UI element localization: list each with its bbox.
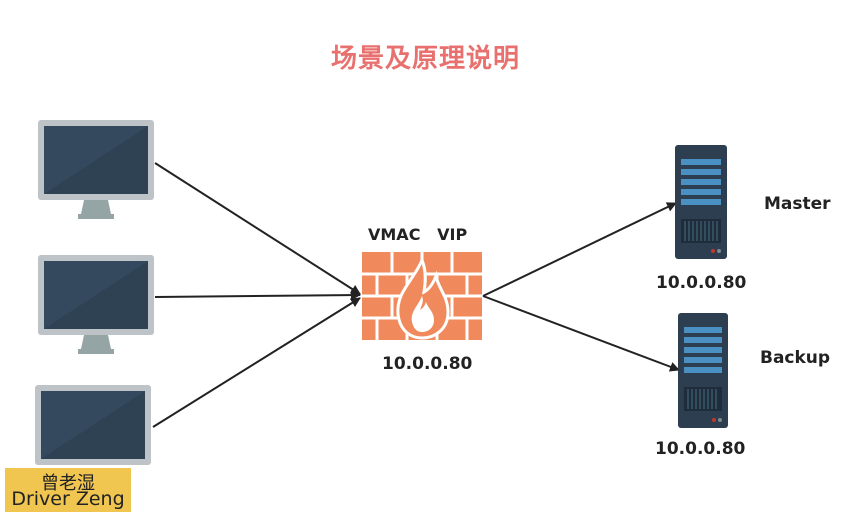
- server-backup-role: Backup: [760, 348, 831, 368]
- arrow-client3-to-firewall: [152, 297, 361, 428]
- watermark-line2: Driver Zeng: [11, 488, 125, 510]
- firewall-top-label: VMAC VIP: [368, 225, 468, 244]
- arrow-client2-to-firewall: [154, 290, 361, 301]
- watermark-line1: 曾老湿: [41, 473, 95, 494]
- firewall-ip-label: 10.0.0.80: [382, 354, 473, 374]
- diagram-title: 场景及原理说明: [330, 44, 520, 74]
- server-backup-ip: 10.0.0.80: [655, 439, 746, 459]
- server-icon: [675, 145, 727, 259]
- server-master-ip: 10.0.0.80: [656, 273, 747, 293]
- monitor-icon: [35, 385, 151, 465]
- arrow-firewall-to-master: [482, 202, 677, 297]
- monitor-icon: [38, 120, 154, 219]
- watermark: 曾老湿 Driver Zeng: [5, 468, 131, 512]
- server-icon: [678, 313, 728, 428]
- firewall-icon: [362, 252, 482, 340]
- arrow-firewall-to-backup: [482, 295, 680, 372]
- arrow-client1-to-firewall: [154, 162, 361, 295]
- server-master-role: Master: [764, 194, 831, 214]
- monitor-icon: [38, 255, 154, 354]
